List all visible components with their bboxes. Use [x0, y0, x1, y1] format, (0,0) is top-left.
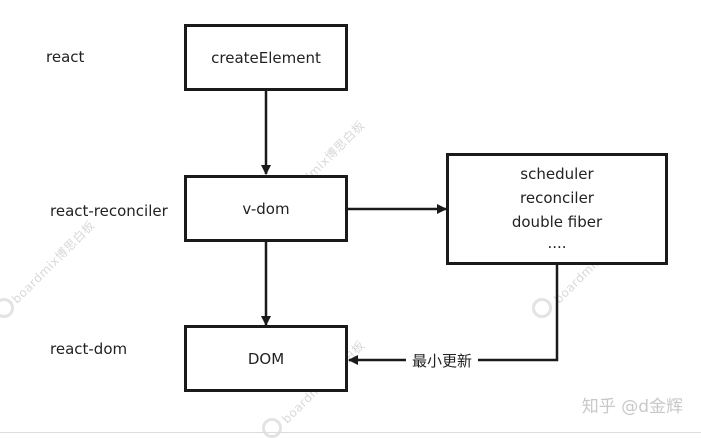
node-create-element: createElement — [184, 24, 348, 91]
author-credit: 知乎 @d金辉 — [581, 397, 683, 417]
internals-item: .... — [547, 234, 567, 252]
node-vdom: v-dom — [184, 175, 348, 242]
edge-internals-to-dom — [348, 264, 559, 365]
node-internals: scheduler reconciler double fiber .... — [446, 153, 668, 265]
layer-label-react: react — [46, 48, 85, 66]
internals-item: reconciler — [520, 189, 594, 207]
edge-label-minimal-update: 最小更新 — [406, 350, 479, 371]
watermark-logo-icon — [0, 298, 14, 318]
layer-label-reconciler: react-reconciler — [50, 202, 168, 220]
watermark-logo-icon — [532, 298, 552, 318]
node-dom: DOM — [184, 325, 348, 392]
node-create-element-label: createElement — [211, 48, 321, 67]
node-dom-label: DOM — [247, 349, 285, 368]
internals-item: double fiber — [511, 213, 603, 231]
internals-item: scheduler — [520, 165, 594, 183]
node-vdom-label: v-dom — [242, 199, 290, 218]
layer-label-react-dom: react-dom — [50, 340, 128, 358]
bottom-divider — [0, 432, 701, 433]
